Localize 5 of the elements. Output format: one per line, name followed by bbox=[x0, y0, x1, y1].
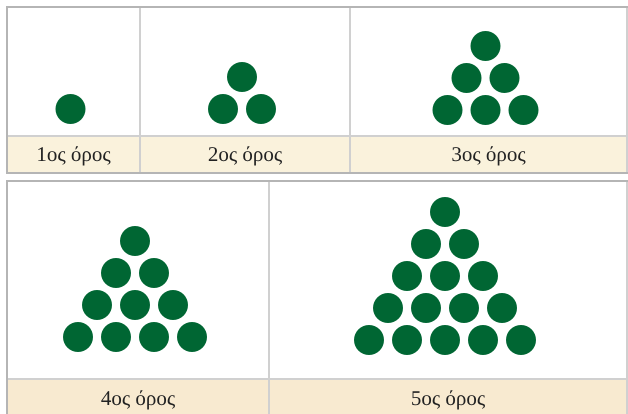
term-label: 5ος όρος bbox=[410, 385, 486, 412]
term-label: 1ος όρος bbox=[36, 140, 111, 168]
term-label: 4ος όρος bbox=[100, 385, 176, 412]
term-label: 3ος όρος bbox=[451, 140, 526, 168]
term-label: 2ος όρος bbox=[208, 140, 282, 168]
